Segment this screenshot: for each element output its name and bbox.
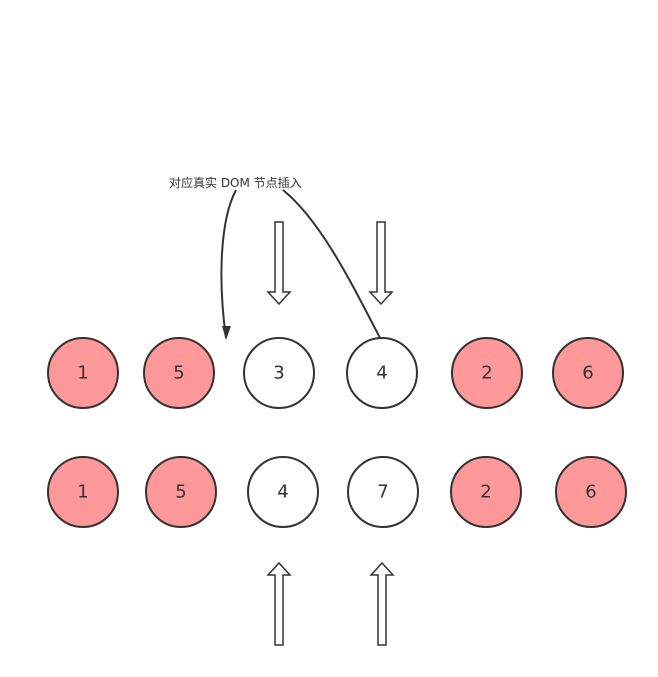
annotation-label: 对应真实 DOM 节点插入 — [169, 175, 302, 190]
node-circle — [243, 337, 315, 409]
down-arrow-icon — [368, 221, 394, 306]
node-label: 6 — [582, 363, 593, 384]
up-arrow-icon — [369, 561, 395, 646]
list-node: 2 — [450, 456, 522, 528]
list-node: 5 — [143, 337, 215, 409]
node-label: 3 — [273, 363, 284, 384]
node-circle — [450, 456, 522, 528]
list-node: 7 — [347, 456, 419, 528]
node-label: 2 — [480, 482, 491, 503]
node-label: 2 — [481, 363, 492, 384]
node-circle — [451, 337, 523, 409]
curve-arrow-to-gap — [220, 189, 237, 339]
node-circle — [552, 337, 624, 409]
node-circle — [143, 337, 215, 409]
curve-line-to-node-4 — [282, 189, 381, 339]
node-circle — [247, 456, 319, 528]
node-label: 4 — [376, 363, 387, 384]
list-node: 4 — [247, 456, 319, 528]
node-label: 5 — [173, 363, 184, 384]
down-arrow-icon — [266, 221, 292, 306]
node-circle — [47, 456, 119, 528]
node-label: 1 — [77, 363, 88, 384]
node-circle — [346, 337, 418, 409]
node-circle — [555, 456, 627, 528]
node-circle — [145, 456, 217, 528]
node-label: 6 — [585, 482, 596, 503]
node-label: 5 — [175, 482, 186, 503]
node-circle — [347, 456, 419, 528]
list-node: 6 — [555, 456, 627, 528]
up-arrow-icon — [266, 561, 292, 646]
list-node: 5 — [145, 456, 217, 528]
node-label: 7 — [377, 482, 388, 503]
arrowhead-icon — [222, 326, 231, 340]
list-node: 3 — [243, 337, 315, 409]
list-node: 6 — [552, 337, 624, 409]
node-circle — [47, 337, 119, 409]
node-label: 1 — [77, 482, 88, 503]
list-node: 4 — [346, 337, 418, 409]
list-node: 1 — [47, 337, 119, 409]
list-node: 1 — [47, 456, 119, 528]
list-node: 2 — [451, 337, 523, 409]
node-label: 4 — [277, 482, 288, 503]
